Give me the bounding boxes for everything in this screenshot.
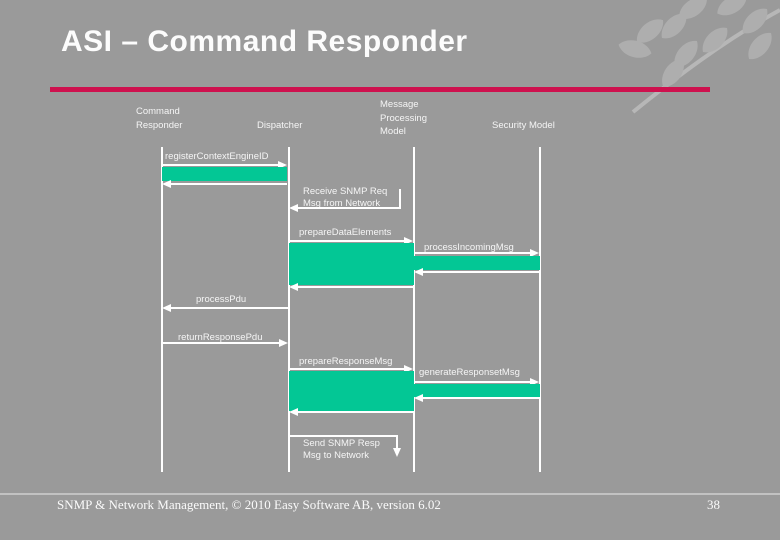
arrow-left-icon [162,304,171,312]
message-line-prepare-data [289,240,405,242]
slide-title: ASI – Command Responder [61,25,468,58]
arrow-right-icon [279,339,288,347]
footer-text: SNMP & Network Management, © 2010 Easy S… [57,497,441,512]
arrow-left-icon [289,204,298,212]
arrow-left-icon [289,408,298,416]
receive-message-line [297,207,401,209]
message-line-return-response [162,342,280,344]
arrow-down-icon [393,448,401,457]
message-line-process-pdu [171,307,288,309]
return-line-generate-response [422,397,539,399]
activation-bar-prepare-data [289,243,414,285]
message-label-prepare-response: prepareResponseMsg [299,356,393,367]
send-bracket-line [289,435,398,437]
message-label-process-incoming: processIncomingMsg [424,242,514,253]
return-line-register [171,183,287,185]
arrow-left-icon [414,394,423,402]
activation-bar-prepare-response [289,371,414,411]
footer-divider [0,493,780,495]
activation-bar-generate-response [414,384,540,397]
activation-bar-register [162,167,287,181]
lifeline-security-model [539,147,541,472]
arrow-right-icon [404,237,413,245]
column-header-dispatcher: Dispatcher [257,120,303,131]
arrow-right-icon [278,161,287,169]
return-line-prepare-data [297,286,414,288]
column-header-message-processing-model: Message Processing Model [380,99,427,137]
arrow-right-icon [530,249,539,257]
message-label-prepare-data: prepareDataElements [299,227,392,238]
message-label-return-response: returnResponsePdu [178,332,263,343]
message-label-generate-response: generateResponsetMsg [419,367,520,378]
lifeline-dispatcher [288,147,290,472]
arrow-right-icon [530,378,539,386]
message-label-receive-request: Receive SNMP Req Msg from Network [303,186,388,209]
message-line-process-incoming [414,252,531,254]
message-line-prepare-response [289,368,405,370]
activation-bar-process-incoming [414,256,540,270]
arrow-left-icon [162,180,171,188]
message-line-register-context [162,164,280,166]
return-line-prepare-response [297,411,414,413]
message-label-send-response: Send SNMP Resp Msg to Network [303,438,380,461]
return-line-process-incoming [422,271,539,273]
page-number: 38 [707,497,720,512]
message-line-generate-response [414,381,531,383]
lifeline-message-processing-model [413,147,415,472]
column-header-security-model: Security Model [492,120,555,131]
arrow-right-icon [404,365,413,373]
arrow-left-icon [414,268,423,276]
message-label-register-context: registerContextEngineID [165,151,269,162]
leaf-branch-icon [618,0,780,114]
send-arrow-stem [396,435,398,449]
title-underline [50,87,710,92]
message-label-process-pdu: processPdu [196,294,247,305]
receive-bracket-line [399,189,401,209]
column-header-command-responder: Command Responder [136,106,183,131]
arrow-left-icon [289,283,298,291]
